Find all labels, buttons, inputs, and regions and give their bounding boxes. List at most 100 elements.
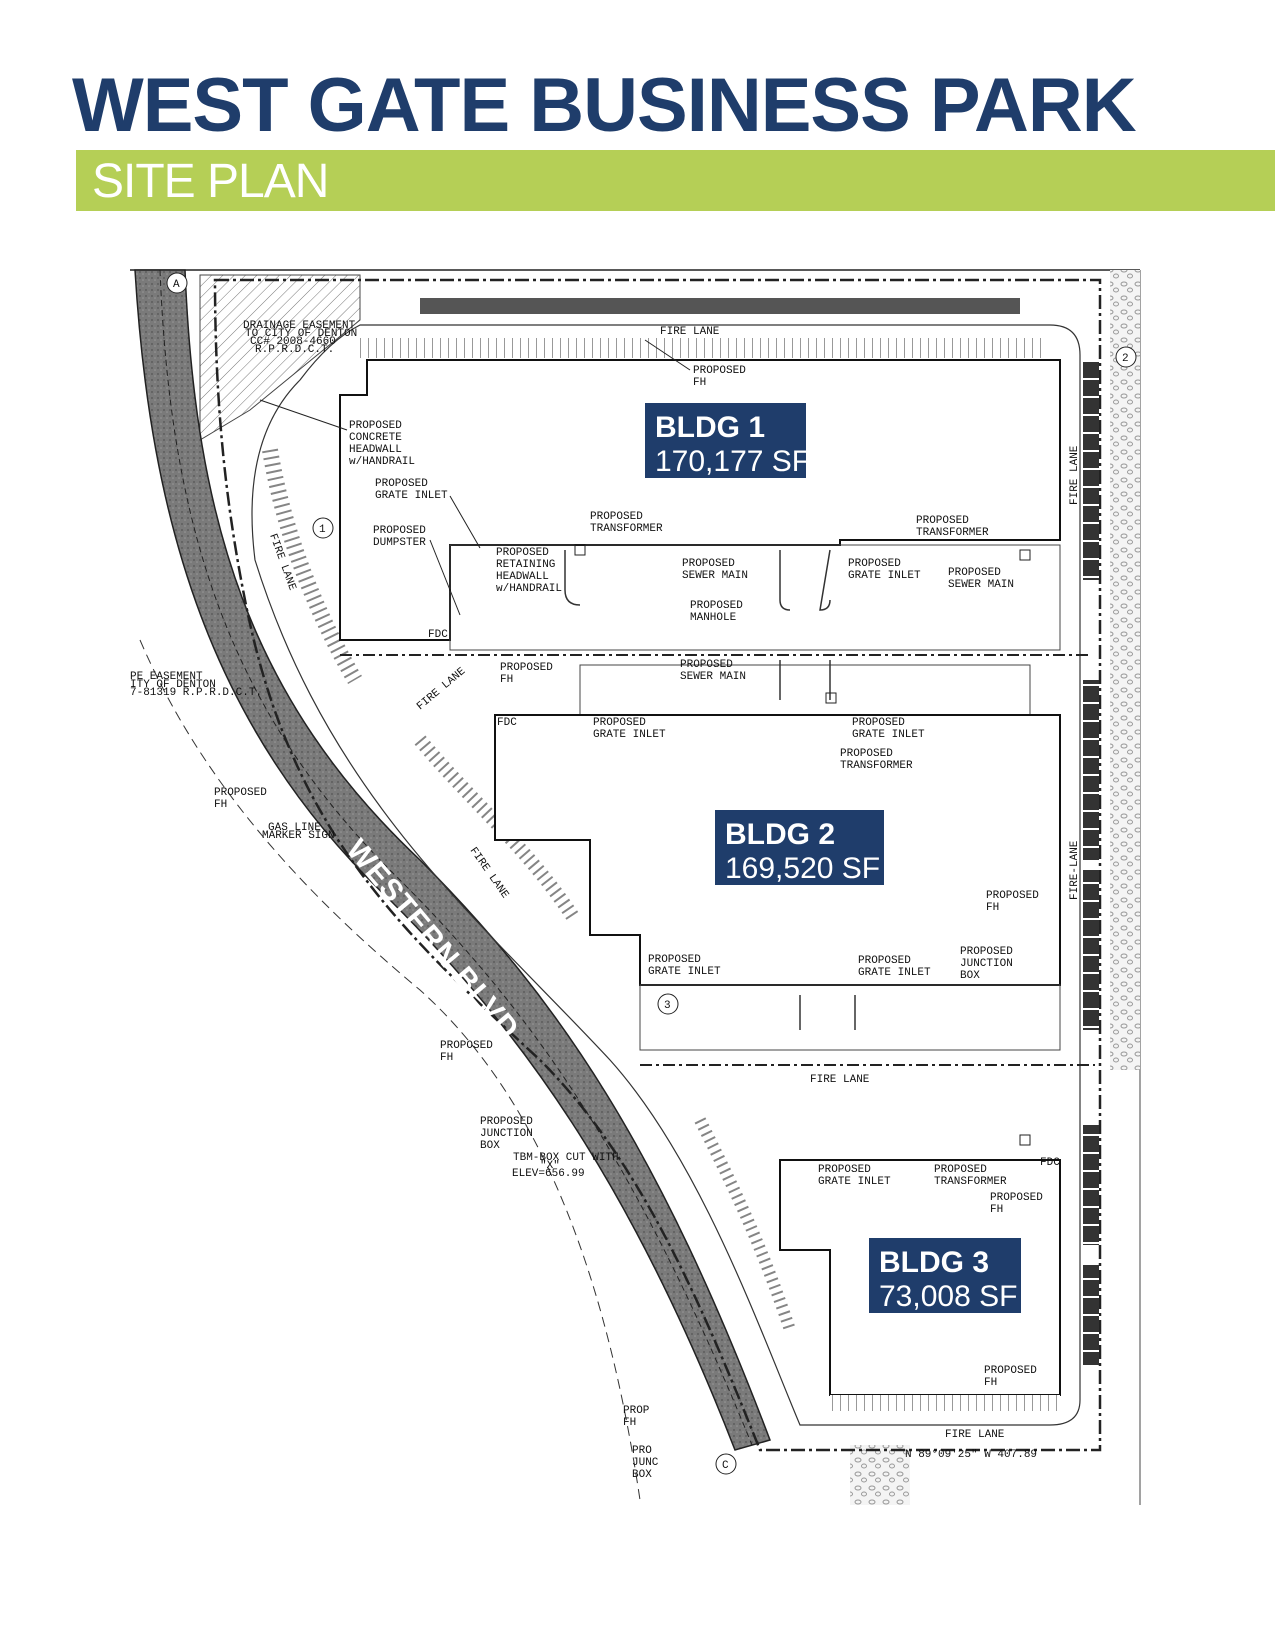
svg-text:C: C	[722, 1460, 729, 1472]
svg-text:170,177 SF: 170,177 SF	[655, 445, 810, 478]
svg-text:R.P.R.D.C.T.: R.P.R.D.C.T.	[255, 344, 334, 356]
note-fh-southwest: PROPOSED FH	[440, 1040, 493, 1064]
svg-text:TRANSFORMER: TRANSFORMER	[840, 760, 913, 772]
svg-text:"X": "X"	[540, 1160, 560, 1172]
svg-text:FH: FH	[214, 799, 227, 811]
tbm-note: TBM-BOX CUT WITH "X" ELEV=656.99	[512, 1152, 619, 1180]
east-parking-strip	[1083, 360, 1099, 580]
svg-text:BLDG 2: BLDG 2	[725, 818, 835, 851]
svg-text:PROPOSED: PROPOSED	[960, 946, 1013, 958]
note-retaining-headwall: PROPOSED RETAINING HEADWALL w/HANDRAIL	[496, 547, 562, 595]
svg-text:GRATE INLET: GRATE INLET	[852, 729, 925, 741]
note-sewer-main-1: PROPOSED SEWER MAIN	[682, 558, 748, 582]
pipe-easement-note: PE EASEMENT ITY OF DENTON 7-81319 R.P.R.…	[130, 671, 262, 699]
note-transformer-3: PROPOSED TRANSFORMER	[825, 692, 913, 772]
svg-text:GRATE INLET: GRATE INLET	[648, 966, 721, 978]
svg-text:PROPOSED: PROPOSED	[693, 365, 746, 377]
svg-text:169,520 SF: 169,520 SF	[725, 852, 880, 885]
svg-text:PROPOSED: PROPOSED	[593, 717, 646, 729]
note-grate-inlet-6: PROPOSED GRATE INLET	[858, 955, 931, 979]
svg-text:MARKER SIGN: MARKER SIGN	[262, 830, 335, 842]
svg-text:PROPOSED: PROPOSED	[496, 547, 549, 559]
note-transformer-1: PROPOSED TRANSFORMER	[574, 511, 663, 556]
svg-text:PROPOSED: PROPOSED	[818, 1164, 871, 1176]
svg-text:PROPOSED: PROPOSED	[690, 600, 743, 612]
svg-text:BLDG 1: BLDG 1	[655, 411, 765, 444]
svg-text:A: A	[173, 279, 180, 291]
note-fh-north: PROPOSED FH	[644, 339, 746, 389]
svg-text:PROPOSED: PROPOSED	[349, 420, 402, 432]
svg-text:TBM-BOX CUT WITH: TBM-BOX CUT WITH	[513, 1152, 619, 1164]
svg-text:PROP: PROP	[623, 1405, 650, 1417]
east-parking-strip-5	[1083, 1265, 1099, 1365]
right-of-way-line	[139, 639, 641, 1501]
svg-text:PROPOSED: PROPOSED	[852, 717, 905, 729]
note-grate-inlet-1: PROPOSED GRATE INLET	[375, 478, 481, 549]
svg-text:1: 1	[319, 524, 326, 536]
fdc-label-1: FDC	[428, 629, 448, 641]
svg-text:TRANSFORMER: TRANSFORMER	[934, 1176, 1007, 1188]
svg-text:GRATE INLET: GRATE INLET	[848, 570, 921, 582]
svg-text:JUNCTION: JUNCTION	[960, 958, 1013, 970]
note-concrete-headwall: PROPOSED CONCRETE HEADWALL w/HANDRAIL	[259, 399, 415, 468]
note-grate-inlet-3: PROPOSED GRATE INLET	[593, 717, 666, 741]
svg-text:JUNC: JUNC	[632, 1457, 659, 1469]
svg-text:GRATE INLET: GRATE INLET	[858, 967, 931, 979]
svg-text:FH: FH	[990, 1204, 1003, 1216]
svg-text:TO CITY OF DENTON: TO CITY OF DENTON	[245, 328, 357, 340]
svg-text:2: 2	[1122, 353, 1129, 365]
svg-text:PROPOSED: PROPOSED	[948, 567, 1001, 579]
svg-text:w/HANDRAIL: w/HANDRAIL	[349, 456, 415, 468]
note-fh-bldg3: PROPOSED FH	[990, 1192, 1043, 1216]
bearing-note: N 89°09'25" W 407.89	[905, 1449, 1037, 1461]
svg-text:SEWER MAIN: SEWER MAIN	[948, 579, 1014, 591]
note-transformer-4: PROPOSED TRANSFORMER	[934, 1134, 1031, 1188]
svg-text:PROPOSED: PROPOSED	[440, 1040, 493, 1052]
site-boundary	[213, 278, 1102, 1452]
svg-text:PROPOSED: PROPOSED	[214, 787, 267, 799]
note-fh-central: PROPOSED FH	[500, 662, 553, 686]
svg-text:JUNCTION: JUNCTION	[480, 1128, 533, 1140]
note-partial-prop-fh: PROP FH	[623, 1405, 650, 1429]
east-parking-strip-2	[1083, 680, 1099, 860]
svg-text:GRATE INLET: GRATE INLET	[375, 490, 448, 502]
svg-text:PROPOSED: PROPOSED	[590, 511, 643, 523]
truck-court-2-south	[639, 984, 1061, 1051]
svg-text:PROPOSED: PROPOSED	[990, 1192, 1043, 1204]
svg-text:PROPOSED: PROPOSED	[840, 748, 893, 760]
bldg-1-label: BLDG 1 170,177 SF	[645, 403, 810, 478]
note-grate-inlet-7: PROPOSED GRATE INLET	[818, 1164, 891, 1188]
svg-text:DUMPSTER: DUMPSTER	[373, 537, 426, 549]
svg-text:PROPOSED: PROPOSED	[500, 662, 553, 674]
callout-3: 3	[657, 993, 679, 1015]
svg-text:ELEV=656.99: ELEV=656.99	[512, 1168, 585, 1180]
svg-text:PROPOSED: PROPOSED	[986, 890, 1039, 902]
subtitle-bar: SITE PLAN	[76, 150, 1275, 211]
fire-lane-label-east: FIRE LANE	[1069, 445, 1081, 505]
svg-text:BOX: BOX	[480, 1140, 500, 1152]
note-junction-box-2: PROPOSED JUNCTION BOX	[480, 1116, 533, 1152]
truck-court-1	[449, 544, 1061, 651]
svg-text:BOX: BOX	[632, 1469, 652, 1481]
note-grate-inlet-5: PROPOSED GRATE INLET	[648, 954, 721, 978]
svg-text:PRO: PRO	[632, 1445, 652, 1457]
svg-text:DRAINAGE EASEMENT: DRAINAGE EASEMENT	[243, 320, 356, 332]
fire-lane-loop	[251, 324, 1081, 1426]
note-dumpster: PROPOSED DUMPSTER	[373, 525, 461, 616]
svg-text:7-81319 R.P.R.D.C.T.: 7-81319 R.P.R.D.C.T.	[130, 687, 262, 699]
note-fh-east: PROPOSED FH	[986, 890, 1039, 914]
svg-text:PROPOSED: PROPOSED	[682, 558, 735, 570]
svg-text:PROPOSED: PROPOSED	[916, 515, 969, 527]
svg-text:PROPOSED: PROPOSED	[680, 659, 733, 671]
svg-text:3: 3	[664, 1000, 671, 1012]
svg-text:RETAINING: RETAINING	[496, 559, 555, 571]
callout-1: 1	[312, 517, 334, 539]
svg-text:PROPOSED: PROPOSED	[858, 955, 911, 967]
note-junction-box-1: PROPOSED JUNCTION BOX	[960, 946, 1013, 982]
note-grate-inlet-2: PROPOSED GRATE INLET	[848, 558, 921, 582]
note-grate-inlet-4: PROPOSED GRATE INLET	[852, 717, 925, 741]
bldg-2-label: BLDG 2 169,520 SF	[715, 810, 884, 885]
svg-text:FH: FH	[500, 674, 513, 686]
svg-text:73,008 SF: 73,008 SF	[879, 1280, 1017, 1313]
